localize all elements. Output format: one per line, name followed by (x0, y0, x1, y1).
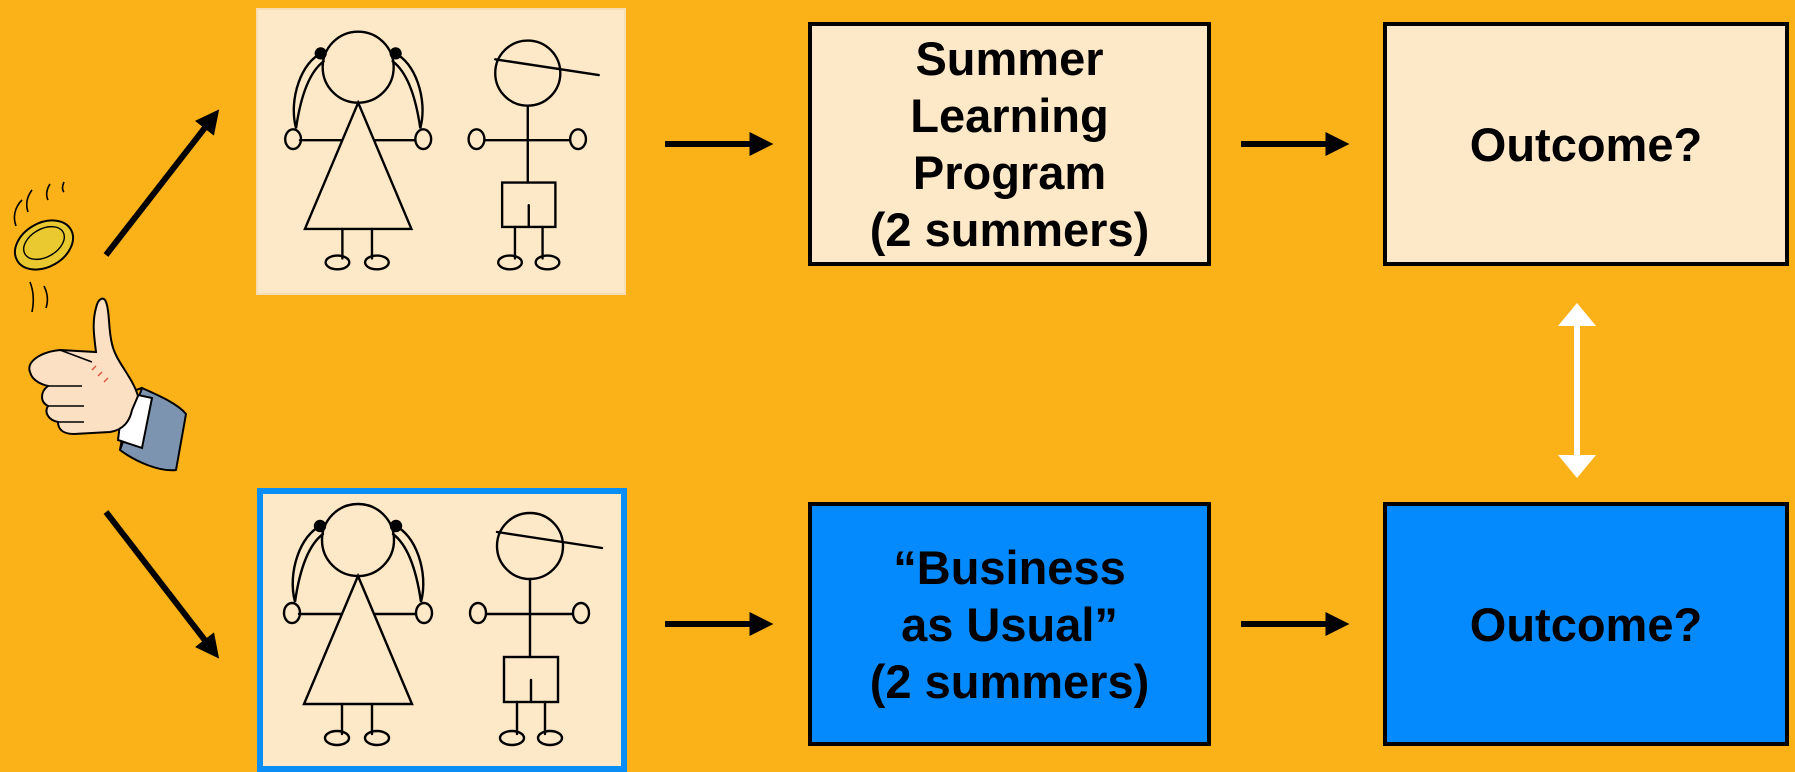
program-line: Summer (915, 32, 1104, 85)
treatment-children-panel (256, 8, 626, 295)
program-line: (2 summers) (869, 203, 1150, 256)
boy-icon (468, 511, 604, 747)
control-outcome-box: Outcome? (1383, 502, 1789, 746)
compare-outcomes-arrow (1558, 303, 1596, 478)
girl-icon (282, 502, 434, 747)
girl-icon (284, 30, 433, 271)
boy-icon (467, 39, 600, 271)
coin-flip-hand-icon (13, 181, 188, 472)
summer-learning-program-box: Summer Learning Program (2 summers) (808, 22, 1211, 266)
assign-control-arrow (103, 510, 220, 659)
program-line: “Business (893, 540, 1126, 594)
children-icon-group (282, 502, 604, 747)
children-icon-group (284, 30, 600, 271)
assign-treatment-arrow (103, 109, 220, 257)
program-line: Program (912, 146, 1107, 199)
control-children-panel (257, 488, 627, 772)
program-line: Learning (910, 89, 1109, 142)
program-line: as Usual” (901, 597, 1118, 651)
business-as-usual-box: “Business as Usual” (2 summers) (808, 502, 1211, 746)
outcome-label: Outcome? (1469, 597, 1703, 651)
treatment-outcome-box: Outcome? (1383, 22, 1789, 266)
program-line: (2 summers) (869, 654, 1150, 708)
outcome-label: Outcome? (1469, 117, 1703, 171)
